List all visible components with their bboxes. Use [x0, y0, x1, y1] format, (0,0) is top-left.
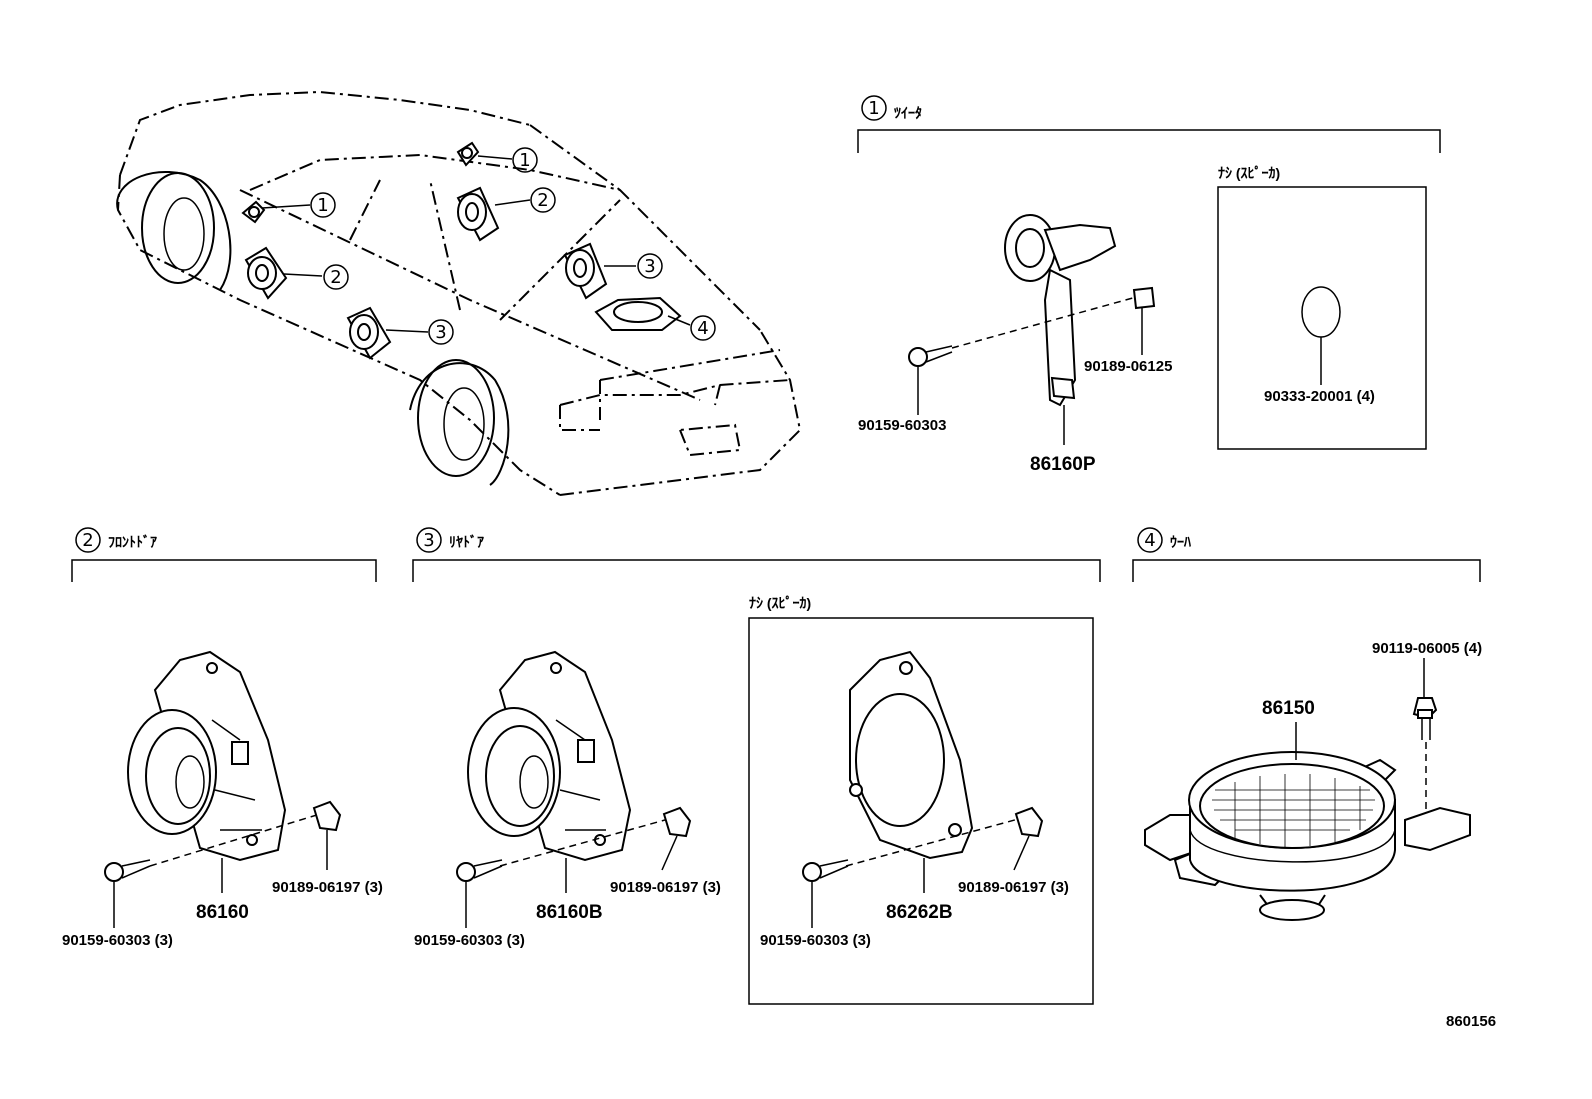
tweeter-screw	[908, 345, 953, 415]
note-without-speaker-1: ﾅｼ (ｽﾋﾟｰｶ)	[1218, 165, 1280, 181]
section-front-door-title: ﾌﾛﾝﾄﾄﾞｱ	[108, 534, 157, 550]
car-front-speaker-right	[456, 186, 531, 242]
section-rear-door: 3 ﾘﾔﾄﾞｱ 86160B 90159-60303 (3) 90189-061…	[412, 527, 1101, 1005]
section-tweeter-bracket	[857, 129, 1441, 153]
rear-bracket-nut-number: 90189-06197 (3)	[958, 879, 1069, 896]
woofer-bolt-number: 90119-06005 (4)	[1372, 640, 1482, 657]
section-front-door-badge	[75, 527, 101, 553]
section-rear-door-badge	[416, 527, 442, 553]
gasket-ring-number: 90333-20001 (4)	[1264, 388, 1375, 405]
section-front-door-bracket	[71, 559, 377, 582]
section-tweeter-badge	[861, 95, 887, 121]
callout-1-left: 1	[310, 192, 336, 218]
rear-bracket-number: 86262B	[886, 902, 953, 923]
rear-bracket	[849, 650, 974, 893]
gasket-ring	[1301, 286, 1341, 338]
svg-text:1: 1	[317, 195, 328, 216]
car-tweeter-right	[456, 141, 513, 167]
rear-bracket-screw-number: 90159-60303 (3)	[760, 932, 871, 949]
svg-text:2: 2	[330, 267, 341, 288]
section-rear-door-bracket	[412, 559, 1101, 582]
front-nut	[312, 800, 342, 870]
section-woofer-badge	[1137, 527, 1163, 553]
section-tweeter-title: ﾂｲｰﾀ	[894, 105, 922, 121]
section-front-door: 2 ﾌﾛﾝﾄﾄﾞｱ 86160 90159-60303 (3) 90189-06…	[62, 527, 383, 949]
svg-text:2: 2	[82, 530, 93, 551]
car-overview-illustration: 1 1 2 2 3 3 4	[116, 90, 802, 496]
tweeter-nut-number: 90189-06125	[1084, 358, 1172, 375]
svg-text:4: 4	[1144, 530, 1155, 551]
diagram-id: 860156	[1446, 1013, 1496, 1030]
car-front-speaker-left	[244, 246, 323, 300]
front-speaker	[127, 650, 287, 893]
car-rear-speaker-right	[563, 242, 636, 300]
note-without-speaker-2: ﾅｼ (ｽﾋﾟｰｶ)	[749, 595, 811, 611]
section-tweeter: 1 ﾂｲｰﾀ 90189-06125 90159-60303 86160P ﾅｼ…	[857, 95, 1441, 475]
tweeter-assembly	[1004, 214, 1117, 445]
svg-text:1: 1	[868, 98, 879, 119]
callout-2-right: 2	[530, 187, 556, 213]
section-woofer: 4 ｳｰﾊ 86150 90119-06005 (4)	[1132, 527, 1482, 921]
callout-3-right: 3	[637, 253, 663, 279]
note-box-1	[1217, 186, 1427, 450]
rear-bracket-nut	[1013, 806, 1044, 871]
callout-4: 4	[690, 315, 716, 341]
rear-speaker	[467, 650, 632, 893]
woofer-number: 86150	[1262, 698, 1315, 719]
rear-speaker-number: 86160B	[536, 902, 603, 923]
note-box-2	[748, 617, 1094, 1005]
svg-text:2: 2	[537, 190, 548, 211]
car-rear-speaker-left	[346, 306, 429, 360]
section-woofer-bracket	[1132, 559, 1481, 582]
section-woofer-title: ｳｰﾊ	[1170, 534, 1191, 550]
front-screw	[104, 859, 151, 928]
svg-text:3: 3	[435, 322, 446, 343]
svg-text:1: 1	[519, 150, 530, 171]
front-nut-number: 90189-06197 (3)	[272, 879, 383, 896]
callout-3-left: 3	[428, 319, 454, 345]
woofer-bolt	[1412, 658, 1438, 740]
callout-2-left: 2	[323, 264, 349, 290]
svg-text:4: 4	[697, 318, 708, 339]
rear-screw-number: 90159-60303 (3)	[414, 932, 525, 949]
tweeter-nut	[1132, 286, 1156, 355]
rear-screw	[456, 859, 503, 928]
rear-wheel	[409, 359, 510, 486]
svg-text:3: 3	[423, 530, 434, 551]
front-speaker-number: 86160	[196, 902, 249, 923]
tweeter-screw-number: 90159-60303	[858, 417, 946, 434]
rear-nut	[661, 806, 692, 871]
rear-nut-number: 90189-06197 (3)	[610, 879, 721, 896]
tweeter-assy-number: 86160P	[1030, 454, 1096, 475]
car-woofer	[594, 296, 691, 331]
front-wheel	[116, 171, 232, 291]
front-screw-number: 90159-60303 (3)	[62, 932, 173, 949]
rear-bracket-screw	[802, 859, 849, 928]
section-rear-door-title: ﾘﾔﾄﾞｱ	[449, 534, 484, 550]
car-tweeter-left	[241, 200, 311, 224]
woofer-speaker	[1144, 722, 1471, 921]
callout-1-right: 1	[512, 147, 538, 173]
svg-text:3: 3	[644, 256, 655, 277]
